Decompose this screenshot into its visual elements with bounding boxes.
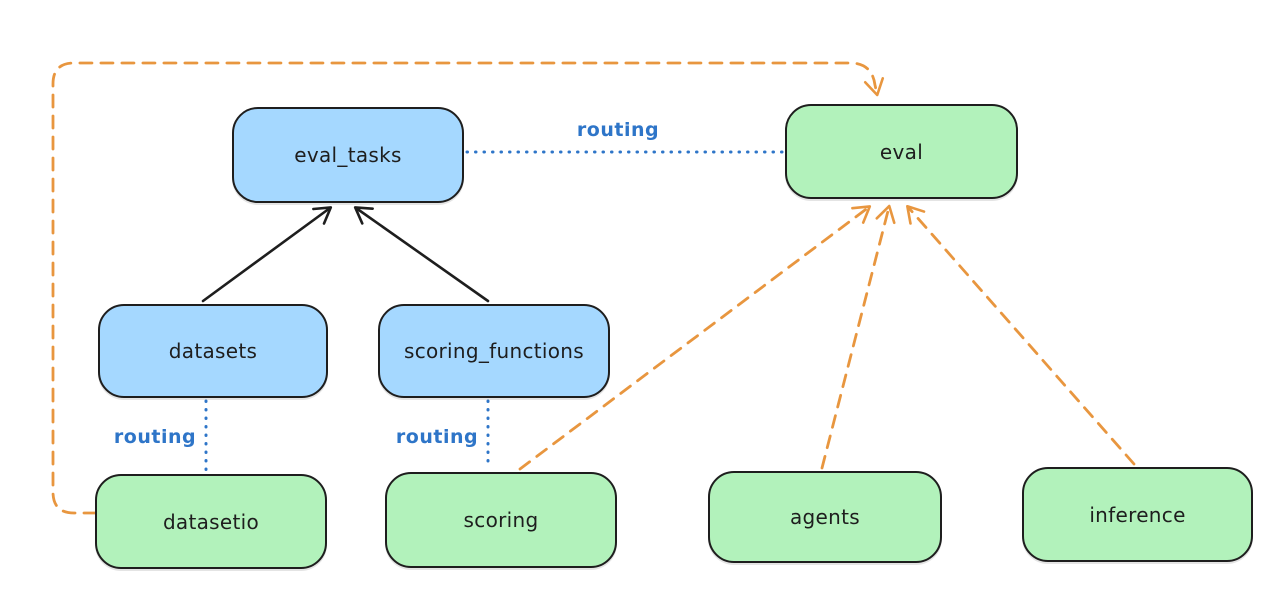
edge-inference-eval-arrow [906, 204, 1136, 466]
node-label: eval [879, 139, 924, 164]
node-label: agents [790, 505, 860, 529]
node-label: datasets [168, 339, 258, 363]
edge-scoring-eval-arrow [518, 205, 872, 471]
node-scoring: scoring [385, 472, 617, 568]
node-label: scoring [463, 508, 539, 532]
node-label: datasetio [162, 509, 260, 534]
edge-label-routing-datasets: routing [113, 426, 197, 448]
edge-label-routing-top: routing [576, 119, 660, 141]
node-inference: inference [1022, 467, 1253, 562]
edge-agents-eval-arrow [820, 204, 896, 470]
node-label: scoring_functions [403, 339, 585, 363]
edge-datasets-eval-tasks-arrow [201, 206, 333, 303]
node-agents: agents [708, 471, 942, 563]
edge-scoring-functions-eval-tasks-arrow [353, 206, 490, 303]
node-eval: eval [785, 104, 1018, 199]
edge-datasetio-eval-elbow-arrow [51, 61, 885, 515]
node-scoring-functions: scoring_functions [378, 304, 610, 398]
node-label: eval_tasks [294, 143, 402, 167]
node-label: inference [1089, 502, 1186, 527]
edge-label-routing-scoring: routing [395, 426, 479, 448]
node-datasetio: datasetio [95, 474, 327, 569]
node-datasets: datasets [98, 304, 328, 398]
node-eval-tasks: eval_tasks [232, 107, 464, 203]
